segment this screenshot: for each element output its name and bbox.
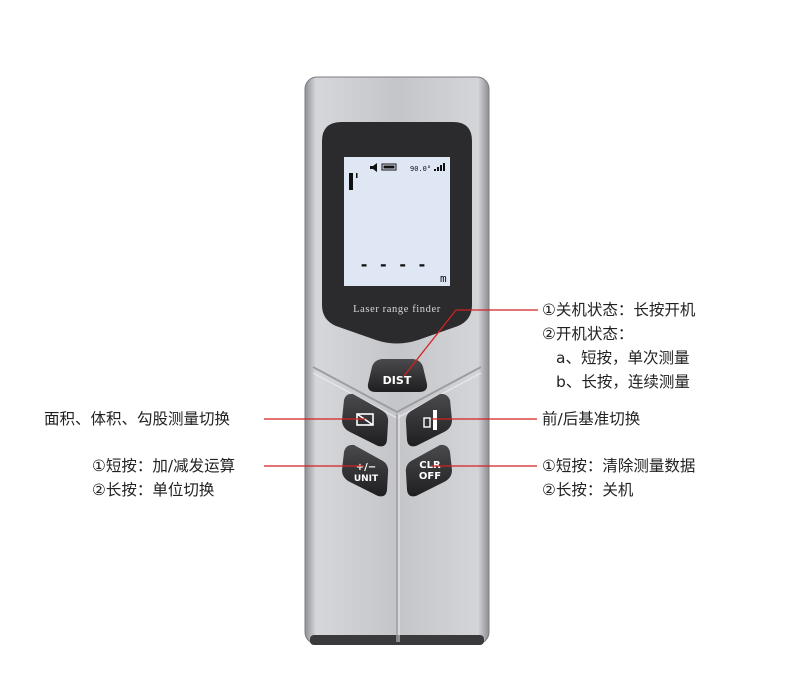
pointer-dist [403,309,538,377]
unit-annotation: ①短按：加/减发运算 ②长按：单位切换 [92,454,235,502]
lcd-screen [344,157,450,286]
annotation-line: b、长按，连续测量 [556,373,690,391]
annotation-line: ②长按：关机 [542,481,634,499]
battery-icon [381,163,397,171]
lcd-unit: m [440,272,447,285]
annotation-line: ②开机状态： [542,325,634,343]
body-seam [312,366,482,414]
lcd-reading: - - - - [359,255,426,274]
reference-icon [423,410,437,430]
unit-button[interactable]: +/− UNIT [342,444,389,497]
model-text: Laser range finder [353,304,441,315]
lcd-status-bar: 90.0° [370,163,445,173]
reference-annotation: 前/后基准切换 [542,410,641,428]
lcd-reference-icon [349,173,358,190]
reference-button[interactable] [405,393,452,447]
annotation-line: ①短按：加/减发运算 [92,457,236,475]
clr-button[interactable]: CLR OFF [405,444,452,497]
annotation-line: ①关机状态：长按开机 [542,301,696,319]
unit-button-top-label: +/− [356,462,376,473]
dist-button-label: DIST [383,374,412,387]
pointer-lines [264,309,538,467]
annotation-line: a、短按，单次测量 [556,349,690,367]
annotation-line: ②长按：单位切换 [92,481,215,499]
signal-icon [434,163,445,171]
annotation-line: ①短按：清除测量数据 [542,457,696,475]
unit-button-bottom-label: UNIT [354,474,379,484]
clr-button-top-label: CLR [419,460,441,471]
dist-button[interactable]: DIST [367,359,428,392]
dist-annotation: ①关机状态：长按开机 ②开机状态： a、短按，单次测量 b、长按，连续测量 [542,298,695,394]
lcd-angle: 90.0° [410,165,431,173]
area-annotation: 面积、体积、勾股测量切换 [44,410,231,428]
clr-annotation: ①短按：清除测量数据 ②长按：关机 [542,454,695,502]
clr-button-bottom-label: OFF [419,471,441,482]
speaker-icon [370,163,377,172]
